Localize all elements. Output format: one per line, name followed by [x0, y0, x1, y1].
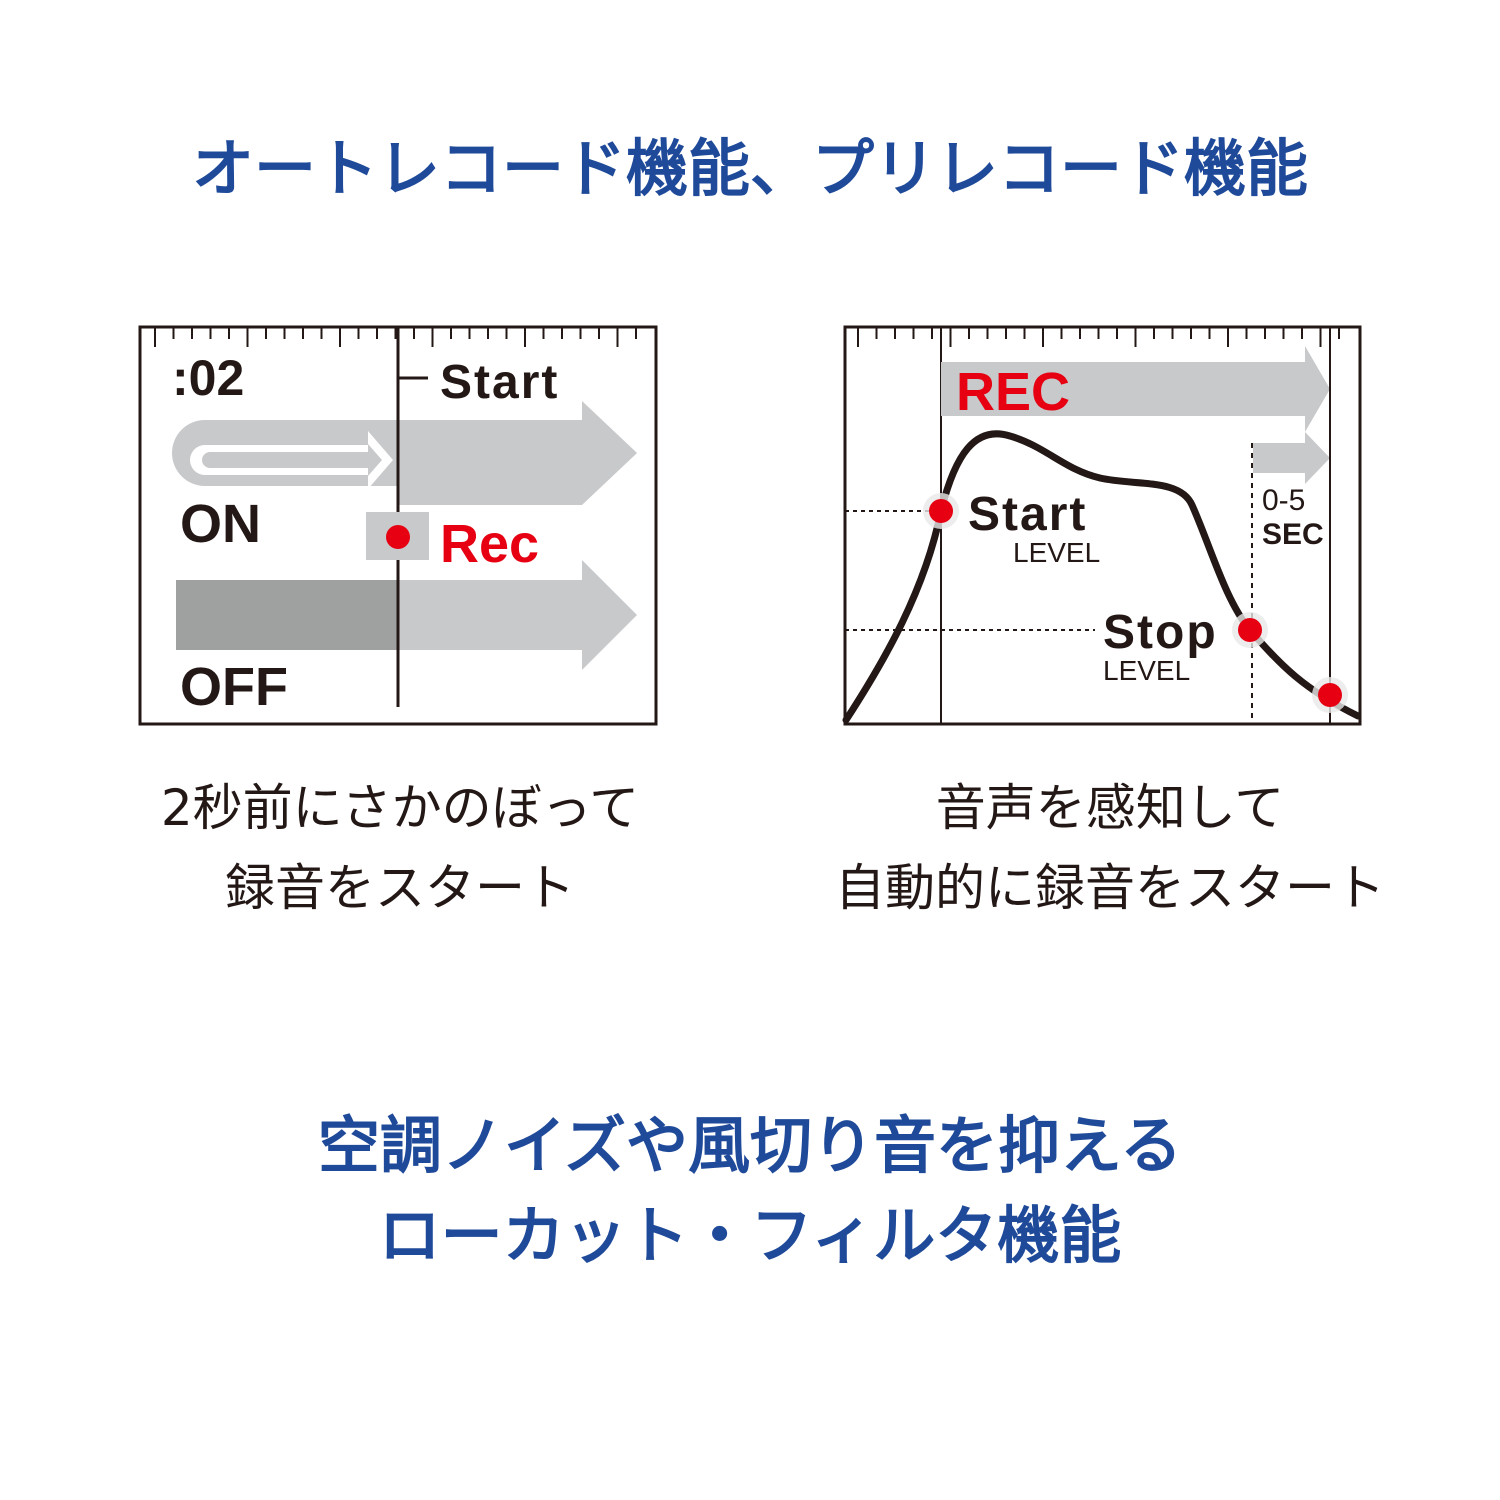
auto-record-caption: 音声を感知して 自動的に録音をスタート: [800, 768, 1420, 928]
delay-arrow: [1253, 432, 1330, 484]
on-loop-arrow: [172, 401, 637, 505]
page-title: オートレコード機能、プリレコード機能: [191, 132, 1308, 205]
pre-record-caption-line-1: 2秒前にさかのぼって: [160, 779, 640, 837]
auto-record-caption-line-1: 音声を感知して: [935, 779, 1285, 837]
start-label: Start: [440, 356, 559, 409]
rec-dot-icon: [386, 525, 410, 549]
off-arrow: [176, 560, 637, 670]
on-label: ON: [180, 494, 261, 554]
rec-label: Rec: [440, 514, 539, 574]
low-cut-heading-line-2: ローカット・フィルタ機能: [378, 1199, 1122, 1272]
rec-label-right: REC: [956, 362, 1070, 422]
pre-record-caption-line-2: 録音をスタート: [225, 859, 575, 917]
stop-level-sublabel: LEVEL: [1103, 655, 1190, 686]
end-point-icon: [1318, 683, 1342, 707]
left-time-ruler: [154, 327, 637, 347]
stop-point-icon: [1238, 618, 1262, 642]
time-readout: :02: [172, 350, 244, 406]
start-level-sublabel: LEVEL: [1013, 537, 1100, 568]
delay-unit-label: SEC: [1262, 518, 1324, 551]
stop-level-label: Stop: [1103, 606, 1218, 659]
pre-record-diagram: :02 Start ON Rec OFF: [138, 325, 658, 726]
right-time-ruler: [857, 327, 1340, 347]
off-label: OFF: [180, 657, 288, 717]
auto-record-diagram: REC Start LEVEL Stop LEVEL 0-5 SEC: [842, 325, 1362, 726]
auto-record-caption-line-2: 自動的に録音をスタート: [835, 859, 1385, 917]
start-point-icon: [929, 499, 953, 523]
rec-label-box: [941, 362, 1067, 416]
delay-range-label: 0-5: [1262, 484, 1305, 517]
pre-record-caption: 2秒前にさかのぼって 録音をスタート: [140, 768, 660, 928]
low-cut-heading-line-1: 空調ノイズや風切り音を抑える: [317, 1109, 1183, 1182]
start-level-label: Start: [968, 488, 1087, 541]
